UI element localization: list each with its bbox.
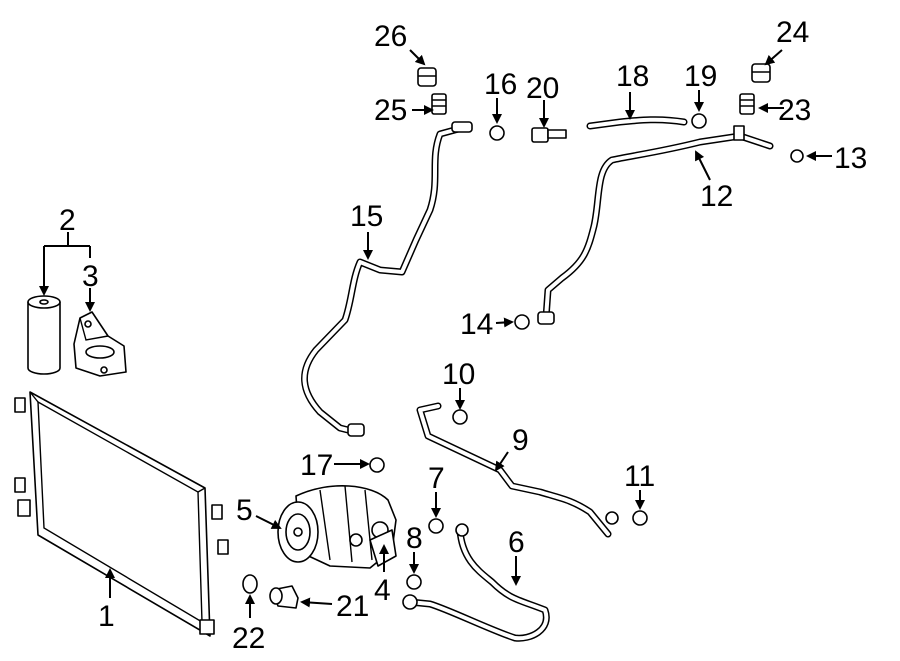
callout-8: 8	[406, 522, 423, 555]
o-ring-14	[514, 314, 530, 330]
callout-2: 2	[59, 204, 76, 237]
callout-11: 11	[624, 460, 655, 493]
line-part-18	[586, 116, 688, 130]
callout-13: 13	[834, 142, 867, 175]
callout-22: 22	[232, 622, 265, 655]
callout-7: 7	[428, 462, 445, 495]
callout-17: 17	[300, 449, 333, 482]
callout-25: 25	[374, 94, 407, 127]
callout-14: 14	[460, 308, 493, 341]
callout-18: 18	[616, 60, 649, 93]
condenser-part	[14, 391, 229, 637]
drier-bracket-part	[73, 311, 127, 377]
valve-core-part-25	[431, 93, 447, 115]
callout-24: 24	[776, 16, 809, 49]
o-ring-16	[489, 125, 505, 141]
callout-3: 3	[82, 260, 99, 293]
callout-12: 12	[700, 180, 733, 213]
callout-9: 9	[512, 424, 529, 457]
compressor-part	[277, 485, 397, 569]
hose-part-12	[537, 125, 774, 325]
o-ring-8	[406, 574, 422, 590]
hose-part-6	[402, 523, 550, 642]
hose-part-15	[301, 121, 473, 437]
o-ring-22	[242, 574, 258, 594]
cap-part-24	[751, 63, 771, 83]
callout-5: 5	[236, 494, 253, 527]
callout-16: 16	[484, 68, 517, 101]
o-ring-13	[790, 149, 804, 163]
hose-part-9	[416, 402, 619, 538]
callout-20: 20	[526, 72, 559, 105]
callout-23: 23	[778, 94, 811, 127]
callout-6: 6	[508, 526, 525, 559]
o-ring-7	[428, 518, 444, 534]
receiver-drier-part	[27, 295, 61, 375]
callout-1: 1	[98, 600, 115, 633]
callout-15: 15	[350, 200, 383, 233]
o-ring-19	[691, 113, 707, 129]
callout-26: 26	[374, 20, 407, 53]
o-ring-17	[369, 457, 385, 473]
callout-10: 10	[442, 358, 475, 391]
valve-part-20	[531, 127, 567, 143]
callout-4: 4	[374, 574, 391, 607]
callout-21: 21	[336, 590, 369, 623]
pressure-switch-part	[269, 585, 299, 609]
o-ring-11	[632, 510, 648, 526]
valve-core-part-23	[739, 93, 755, 115]
cap-part-26	[417, 67, 437, 87]
o-ring-10	[452, 409, 468, 425]
callout-19: 19	[684, 60, 717, 93]
leader-lines	[44, 49, 832, 618]
